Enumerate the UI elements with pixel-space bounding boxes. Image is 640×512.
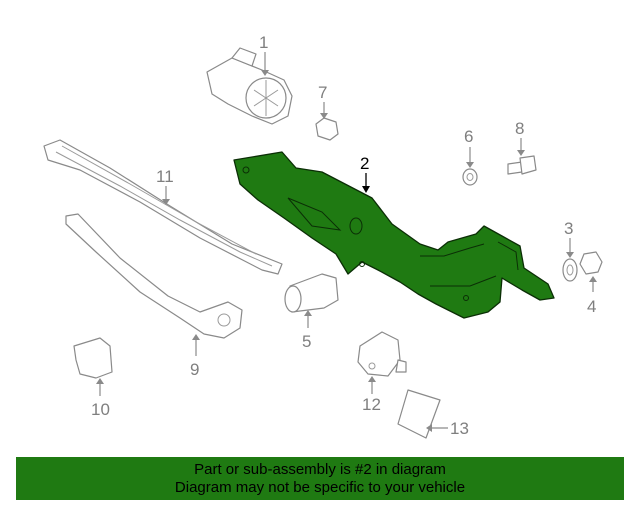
part-3-washer[interactable] (562, 258, 578, 282)
callout-6: 6 (464, 127, 473, 146)
parts-diagram: 1 7 6 8 11 9 10 (43, 33, 603, 439)
callout-7: 7 (318, 83, 327, 102)
callout-4: 4 (587, 297, 596, 316)
part-6-washer[interactable] (462, 168, 478, 186)
part-10-cap[interactable] (73, 337, 113, 379)
info-banner: Part or sub-assembly is #2 in diagram Di… (16, 457, 624, 500)
part-5-bushing[interactable] (284, 273, 339, 313)
callout-3: 3 (564, 219, 573, 238)
part-11-wiper-blade[interactable] (43, 139, 283, 275)
callout-8: 8 (515, 119, 524, 138)
callout-1: 1 (259, 33, 268, 52)
part-8-bolt[interactable] (507, 155, 537, 175)
callout-9: 9 (190, 360, 199, 379)
callout-12: 12 (362, 395, 381, 414)
callout-2: 2 (360, 154, 369, 173)
callout-5: 5 (302, 332, 311, 351)
banner-line-1: Part or sub-assembly is #2 in diagram (194, 461, 446, 478)
part-1-wiper-motor[interactable] (206, 47, 293, 125)
banner-line-2: Diagram may not be specific to your vehi… (174, 479, 466, 496)
callout-10: 10 (91, 400, 110, 419)
part-2-wiper-linkage[interactable] (233, 151, 555, 319)
part-12-washer-nozzle[interactable] (357, 331, 407, 377)
part-9-wiper-arm[interactable] (65, 213, 243, 339)
part-13-seal[interactable] (397, 389, 441, 439)
callout-11: 11 (156, 167, 174, 186)
callout-13: 13 (450, 419, 469, 438)
part-7-nut[interactable] (315, 117, 339, 141)
part-4-nut[interactable] (579, 251, 603, 275)
